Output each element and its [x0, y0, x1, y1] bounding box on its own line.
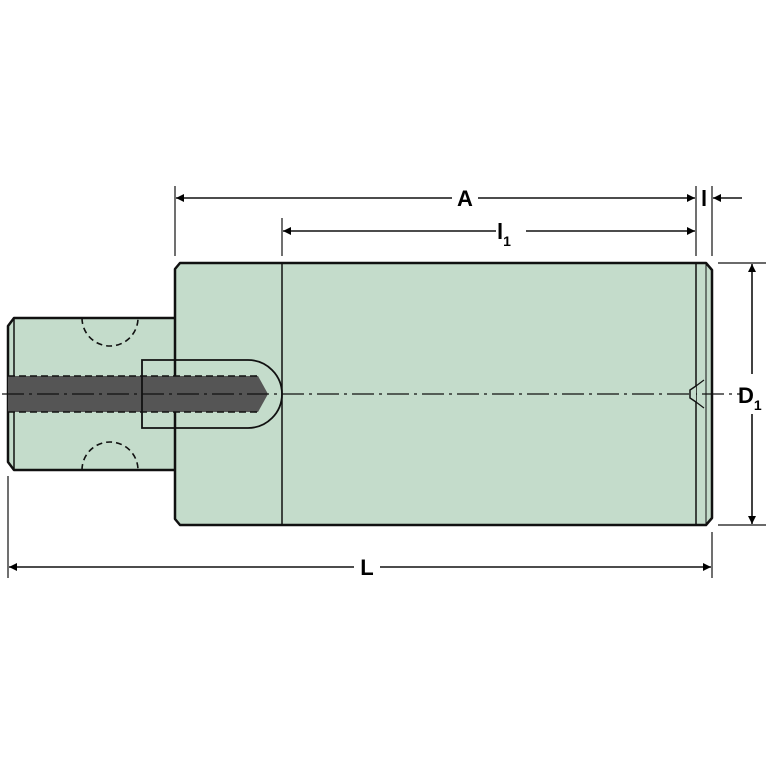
dim-D1-label: D1	[738, 383, 762, 413]
dim-A-label: A	[457, 186, 473, 211]
shank-hole-top	[81, 317, 139, 347]
dim-l-label: l	[701, 186, 707, 211]
dim-l1-label: l1	[497, 219, 511, 249]
center-hole-cone	[695, 379, 705, 409]
center-hole	[689, 385, 697, 403]
dim-L-label: L	[360, 555, 373, 580]
shank-hole-bottom	[81, 441, 139, 471]
dim-D1-subscript: 1	[754, 397, 762, 413]
dim-l1-subscript: 1	[503, 233, 511, 249]
slot-outline	[141, 359, 283, 429]
